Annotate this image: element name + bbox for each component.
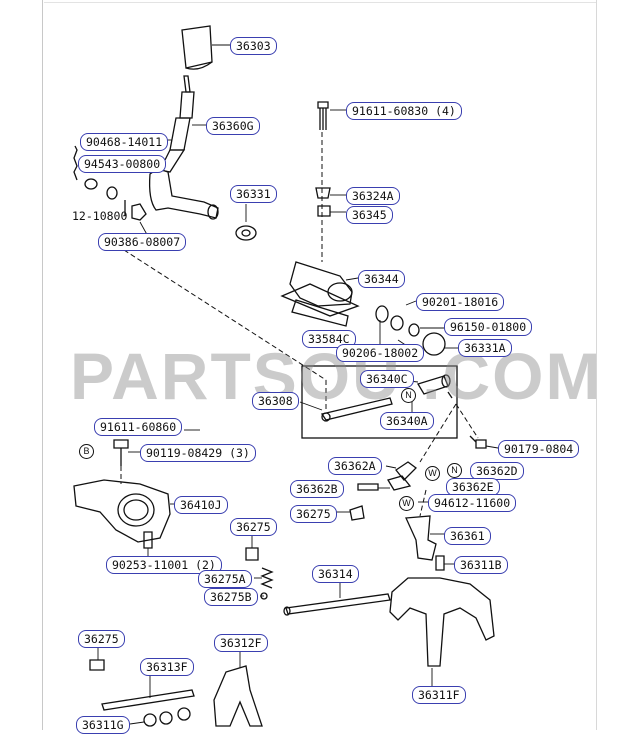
tag-b-icon: B [79,444,94,459]
part-label-12-10800: 12-10800 [72,209,128,223]
part-label-36410j[interactable]: 36410J [174,496,228,514]
part-label-36324a[interactable]: 36324A [346,187,400,205]
part-label-36345[interactable]: 36345 [346,206,393,224]
part-label-90253-11001[interactable]: 90253-11001 (2) [106,556,222,574]
tag-n-icon: N [401,388,416,403]
tag-w-icon: W [399,496,414,511]
part-label-36340c[interactable]: 36340C [360,370,414,388]
part-label-36331a[interactable]: 36331A [458,339,512,357]
part-label-36312f[interactable]: 36312F [214,634,268,652]
part-label-36340a[interactable]: 36340A [380,412,434,430]
page-border-top [44,2,596,3]
part-label-90119-08429[interactable]: 90119-08429 (3) [140,444,256,462]
page-border-right [596,0,597,730]
part-label-90386-08007[interactable]: 90386-08007 [98,233,187,251]
part-label-36314[interactable]: 36314 [312,565,359,583]
part-label-36344[interactable]: 36344 [358,270,405,288]
part-label-94612-11600[interactable]: 94612-11600 [428,494,517,512]
part-label-90468-14011[interactable]: 90468-14011 [80,133,169,151]
part-label-36331[interactable]: 36331 [230,185,277,203]
part-label-36275-upper[interactable]: 36275 [230,518,277,536]
part-label-36275a[interactable]: 36275A [198,570,252,588]
part-label-36360g[interactable]: 36360G [206,117,260,135]
part-label-91611-60830[interactable]: 91611-60830 (4) [346,102,462,120]
part-label-36311f[interactable]: 36311F [412,686,466,704]
part-label-36361[interactable]: 36361 [444,527,491,545]
page-border-left [42,0,43,730]
part-label-96150-01800[interactable]: 96150-01800 [444,318,533,336]
part-label-94543-00800[interactable]: 94543-00800 [78,155,167,173]
part-label-36275-mid[interactable]: 36275 [290,505,337,523]
part-label-36275-lower[interactable]: 36275 [78,630,125,648]
part-label-33584c[interactable]: 33584C [302,330,356,348]
part-label-90179-0804[interactable]: 90179-0804 [498,440,580,458]
part-label-90201-18016[interactable]: 90201-18016 [416,293,505,311]
part-label-36311g[interactable]: 36311G [76,716,130,734]
part-label-36303[interactable]: 36303 [230,37,277,55]
tag-w-icon: W [425,466,440,481]
tag-n-icon: N [447,463,462,478]
part-label-36311b[interactable]: 36311B [454,556,508,574]
part-label-36275b[interactable]: 36275B [204,588,258,606]
part-label-36362e[interactable]: 36362E [446,478,500,496]
part-label-36362d[interactable]: 36362D [470,462,524,480]
part-label-91611-60860[interactable]: 91611-60860 [94,418,183,436]
watermark: PARTSOU .COM [70,339,603,413]
part-label-36362b[interactable]: 36362B [290,480,344,498]
part-label-36308[interactable]: 36308 [252,392,299,410]
part-label-36313f[interactable]: 36313F [140,658,194,676]
part-label-90206-18002[interactable]: 90206-18002 [336,344,425,362]
part-label-36362a[interactable]: 36362A [328,457,382,475]
